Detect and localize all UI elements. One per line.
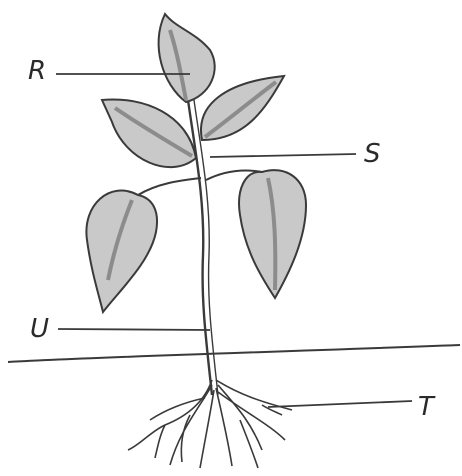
lower-right-leaf	[239, 170, 306, 298]
leader-line-t	[268, 401, 412, 407]
label-r: R	[28, 58, 46, 84]
label-s: S	[364, 141, 381, 167]
leader-line-s	[210, 154, 356, 157]
leader-line-u	[58, 329, 210, 330]
label-u: U	[30, 316, 49, 342]
ground-line	[8, 345, 460, 362]
label-t: T	[418, 394, 434, 420]
upper-right-leaf	[201, 76, 284, 140]
lower-left-leaf	[86, 191, 157, 312]
roots	[128, 380, 292, 468]
upper-left-leaf	[102, 99, 196, 167]
top-leaf	[159, 14, 215, 102]
